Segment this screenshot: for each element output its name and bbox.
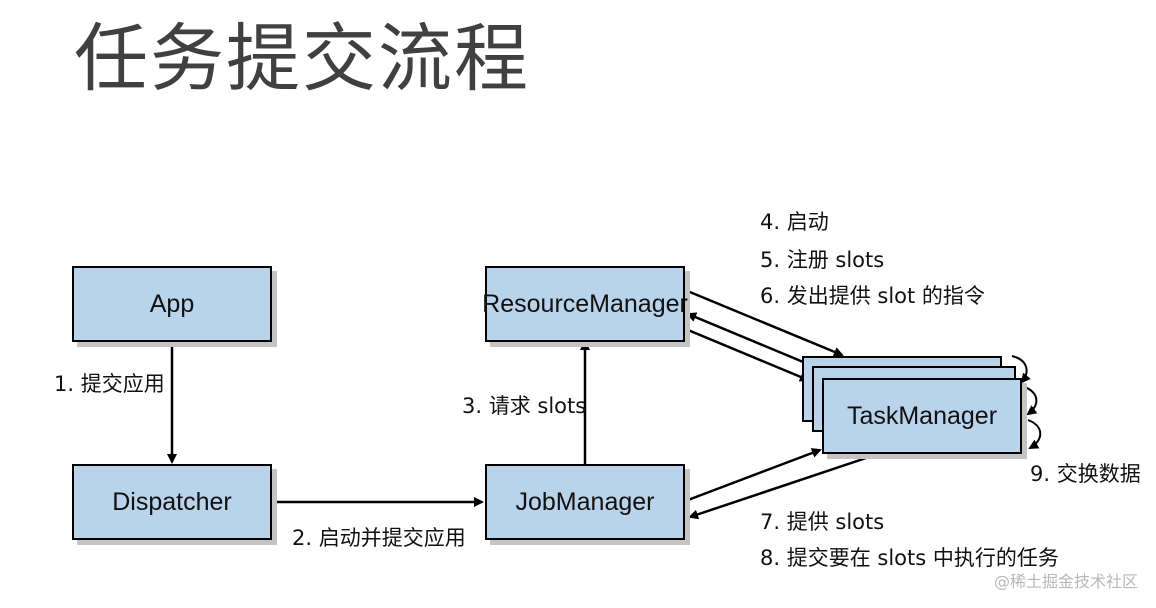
arrow-tm-self-loop-3 (1027, 419, 1042, 449)
step-5-label: 5. 注册 slots (760, 248, 885, 272)
resourcemanager-label: ResourceManager (482, 289, 688, 318)
step-6-label: 6. 发出提供 slot 的指令 (760, 284, 985, 308)
arrow-tm-self-loop-1 (1011, 355, 1031, 384)
watermark: @稀土掘金技术社区 (993, 572, 1138, 591)
step-3-label: 3. 请求 slots (462, 394, 587, 418)
dispatcher-label: Dispatcher (112, 487, 232, 516)
step-4-label: 4. 启动 (760, 210, 829, 234)
page-title: 任务提交流程 (74, 16, 530, 102)
app-box: App (72, 266, 272, 342)
arrow-rm-to-tm-start (684, 288, 844, 357)
jobmanager-label: JobManager (515, 487, 655, 516)
step-7-label: 7. 提供 slots (760, 510, 885, 534)
arrow-tm-to-jm-submit (688, 453, 876, 520)
jobmanager-box: JobManager (485, 464, 685, 540)
step-9-label: 9. 交换数据 (1030, 462, 1141, 486)
arrow-rm-to-tm-offer (687, 328, 810, 382)
resourcemanager-box: ResourceManager (482, 266, 688, 342)
arrow-jm-to-tm-offer (687, 448, 822, 502)
arrow-tm-self-loop-2 (1021, 385, 1038, 416)
taskmanager-label: TaskManager (846, 401, 998, 430)
taskmanager-box-front: TaskManager (822, 378, 1022, 454)
step-1-label: 1. 提交应用 (54, 372, 165, 396)
arrow-tm-to-rm-register (686, 312, 809, 366)
dispatcher-box: Dispatcher (72, 464, 272, 540)
step-2-label: 2. 启动并提交应用 (292, 526, 466, 550)
app-label: App (149, 289, 195, 318)
step-8-label: 8. 提交要在 slots 中执行的任务 (760, 546, 1059, 570)
